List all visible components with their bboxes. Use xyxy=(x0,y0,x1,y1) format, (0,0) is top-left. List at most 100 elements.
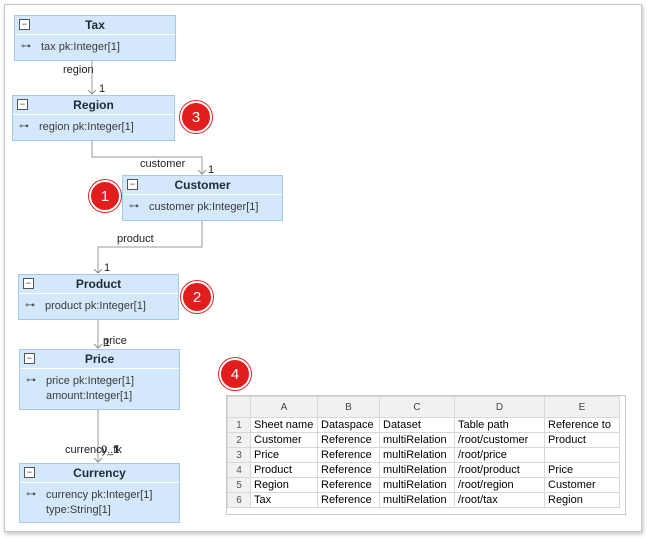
link-mult-currency: 0..1 xyxy=(101,444,120,456)
table-cell[interactable]: Sheet name xyxy=(250,417,318,433)
table-cell[interactable]: Tax xyxy=(250,492,318,508)
link-customer-product xyxy=(98,219,203,273)
table-cell[interactable]: Price xyxy=(250,447,318,463)
entity-attribute: customer pk:Integer[1] xyxy=(149,200,259,213)
table-cell[interactable]: /root/region xyxy=(454,477,545,493)
table-cell[interactable]: /root/price xyxy=(454,447,545,463)
table-cell[interactable]: multiRelation xyxy=(379,462,455,478)
row-number[interactable]: 6 xyxy=(227,492,251,508)
table-row: 6 Tax Reference multiRelation /root/tax … xyxy=(227,492,620,508)
table-cell[interactable]: Table path xyxy=(454,417,545,433)
table-cell[interactable]: multiRelation xyxy=(379,432,455,448)
column-header[interactable]: A xyxy=(250,396,318,418)
table-cell[interactable]: Reference xyxy=(317,477,380,493)
table-cell[interactable]: multiRelation xyxy=(379,492,455,508)
table-cell[interactable]: /root/tax xyxy=(454,492,545,508)
entity-region[interactable]: − Region ⊶ region pk:Integer[1] xyxy=(12,95,175,141)
entity-tax[interactable]: − Tax ⊶ tax pk:Integer[1] xyxy=(14,15,176,61)
entity-attribute: tax pk:Integer[1] xyxy=(41,40,120,53)
link-label-customer: customer xyxy=(140,158,186,170)
link-label-currency: currency_fk xyxy=(65,444,122,456)
sheet-corner[interactable] xyxy=(227,396,251,418)
entity-attribute: currency pk:Integer[1] xyxy=(46,488,153,501)
row-number[interactable]: 1 xyxy=(227,417,251,433)
table-cell[interactable]: /root/product xyxy=(454,462,545,478)
key-icon: ⊶ xyxy=(25,300,35,311)
column-header[interactable]: C xyxy=(379,396,455,418)
entity-title: Customer xyxy=(174,178,231,192)
link-mult-product: 1 xyxy=(104,262,111,274)
spreadsheet: A B C D E 1 Sheet name Dataspace Dataset… xyxy=(226,395,626,515)
column-header[interactable]: B xyxy=(317,396,380,418)
row-number[interactable]: 2 xyxy=(227,432,251,448)
key-icon: ⊶ xyxy=(26,375,36,386)
entity-attribute: price pk:Integer[1] xyxy=(46,374,135,387)
callout-badge-4: 4 xyxy=(219,358,251,390)
collapse-icon[interactable]: − xyxy=(23,278,34,289)
table-cell[interactable]: multiRelation xyxy=(379,447,455,463)
table-row: 4 Product Reference multiRelation /root/… xyxy=(227,462,620,478)
table-row: 1 Sheet name Dataspace Dataset Table pat… xyxy=(227,417,620,433)
callout-badge-3: 3 xyxy=(180,101,212,133)
collapse-icon[interactable]: − xyxy=(19,19,30,30)
key-icon: ⊶ xyxy=(21,41,31,52)
entity-title: Price xyxy=(84,352,115,366)
entity-currency[interactable]: − Currency ⊶ currency pk:Integer[1] type:S… xyxy=(19,463,180,523)
table-row: 5 Region Reference multiRelation /root/r… xyxy=(227,477,620,493)
row-number[interactable]: 4 xyxy=(227,462,251,478)
table-cell[interactable]: Product xyxy=(250,462,318,478)
entity-customer[interactable]: − Customer ⊶ customer pk:Integer[1] xyxy=(122,175,283,221)
column-header[interactable]: D xyxy=(454,396,545,418)
entity-title: Product xyxy=(75,277,122,291)
table-row: 2 Customer Reference multiRelation /root… xyxy=(227,432,620,448)
entity-attribute: amount:Integer[1] xyxy=(46,389,133,402)
table-cell[interactable]: Price xyxy=(544,462,620,478)
table-cell[interactable]: Reference to xyxy=(544,417,620,433)
table-cell[interactable]: Reference xyxy=(317,462,380,478)
entity-price[interactable]: − Price ⊶ price pk:Integer[1] amount:Integ… xyxy=(19,349,180,410)
column-header[interactable]: E xyxy=(544,396,620,418)
table-cell[interactable]: Dataspace xyxy=(317,417,380,433)
table-row: 3 Price Reference multiRelation /root/pr… xyxy=(227,447,620,463)
table-cell[interactable]: Product xyxy=(544,432,620,448)
link-mult-price: 1 xyxy=(104,337,111,349)
entity-attribute: type:String[1] xyxy=(46,503,111,516)
table-cell[interactable]: Reference xyxy=(317,447,380,463)
link-label-product: product xyxy=(117,233,154,245)
table-cell[interactable]: Customer xyxy=(250,432,318,448)
collapse-icon[interactable]: − xyxy=(24,467,35,478)
link-label-price: price xyxy=(103,335,127,347)
key-icon: ⊶ xyxy=(19,121,29,132)
table-cell[interactable]: Reference xyxy=(317,492,380,508)
link-mult-region: 1 xyxy=(99,83,106,95)
callout-badge-1: 1 xyxy=(89,180,121,212)
link-region-customer xyxy=(91,139,202,174)
row-number[interactable]: 3 xyxy=(227,447,251,463)
spreadsheet-table: A B C D E 1 Sheet name Dataspace Dataset… xyxy=(227,396,620,508)
entity-product[interactable]: − Product ⊶ product pk:Integer[1] xyxy=(18,274,179,320)
table-cell[interactable]: Dataset xyxy=(379,417,455,433)
table-cell[interactable]: Reference xyxy=(317,432,380,448)
collapse-icon[interactable]: − xyxy=(17,99,28,110)
entity-title: Region xyxy=(73,98,114,112)
key-icon: ⊶ xyxy=(129,201,139,212)
entity-attribute: region pk:Integer[1] xyxy=(39,120,134,133)
entity-attribute: product pk:Integer[1] xyxy=(45,299,146,312)
column-header-row: A B C D E xyxy=(227,396,620,418)
table-cell[interactable]: Customer xyxy=(544,477,620,493)
key-icon: ⊶ xyxy=(26,489,36,500)
collapse-icon[interactable]: − xyxy=(24,353,35,364)
table-cell[interactable] xyxy=(544,447,620,463)
entity-title: Tax xyxy=(85,18,105,32)
table-cell[interactable]: Region xyxy=(544,492,620,508)
collapse-icon[interactable]: − xyxy=(127,179,138,190)
table-cell[interactable]: multiRelation xyxy=(379,477,455,493)
entity-title: Currency xyxy=(73,466,126,480)
row-number[interactable]: 5 xyxy=(227,477,251,493)
table-cell[interactable]: /root/customer xyxy=(454,432,545,448)
link-label-region: region xyxy=(63,64,94,76)
callout-badge-2: 2 xyxy=(181,281,213,313)
table-cell[interactable]: Region xyxy=(250,477,318,493)
link-mult-customer: 1 xyxy=(208,164,215,176)
